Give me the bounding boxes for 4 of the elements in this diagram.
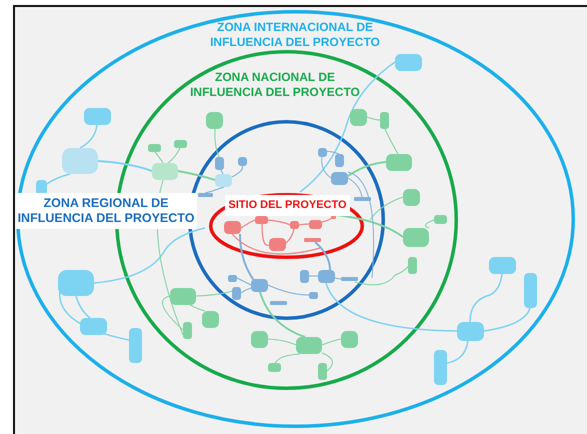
zone-title: ZONA INTERNACIONAL DE INFLUENCIA DEL PROYECTO (209, 20, 381, 50)
zone-title: ZONA NACIONAL DE INFLUENCIA DEL PROYECTO (189, 70, 361, 100)
zone-title: ZONA REGIONAL DE INFLUENCIA DEL PROYECTO (15, 193, 197, 229)
zone-title: SITIO DEL PROYECTO (225, 195, 350, 216)
